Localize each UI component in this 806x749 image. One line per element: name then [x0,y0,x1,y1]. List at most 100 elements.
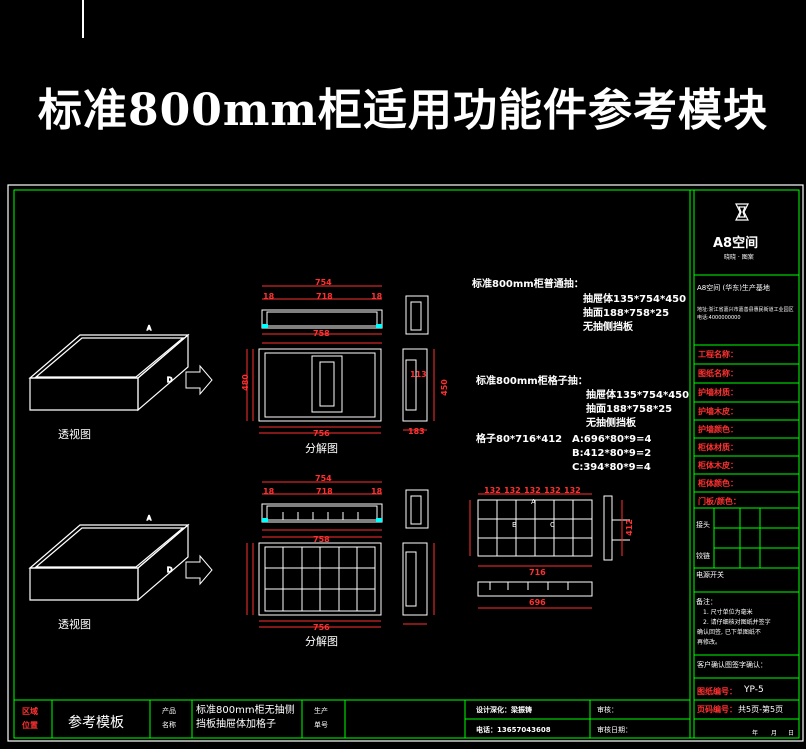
product-label-2: 名称 [162,721,176,729]
dim-758-lower: 758 [313,535,330,544]
produce-label-2: 单号 [314,721,328,729]
spec-line-middle-3: 无抽侧挡板 [586,418,636,429]
title-block-grid [694,274,799,720]
note-4: 再修改。 [697,639,722,646]
note-2: 2. 请仔细核对图纸并签字 [703,619,771,626]
front-view-lower [246,542,382,628]
grid-top-dim-5: 132 [564,486,581,495]
grid-width-dim: 716 [529,568,546,577]
inner-frame [13,189,800,739]
explode-label-upper: 分解图 [305,442,338,455]
row-door-color: 门板/颜色： [698,497,741,506]
page-title: 标准800mm柜适用功能件参考模块 [38,85,768,136]
reference-template: 参考模板 [68,715,124,731]
svg-text:D: D [167,376,172,384]
bottom-bar-grid [51,700,690,738]
top-view-upper [261,285,383,344]
grid-depth-dim: 696 [529,598,546,607]
top-view-lower [261,481,383,538]
grid-top-dim-4: 132 [544,486,561,495]
dim-758-upper: 758 [313,329,330,338]
outer-frame [7,184,804,742]
spec-line-middle-2: 抽面188*758*25 [586,404,673,415]
dim-754-upper: 754 [315,278,332,287]
grid-top-dim-1: 132 [484,486,501,495]
row-cabinet-material: 柜体材质： [698,443,738,452]
product-name: 标准800mm柜无抽侧挡板抽屉体加格子 [196,705,295,730]
dim-756-lower: 756 [313,623,330,632]
grid-item-b: B:412*80*9=2 [572,448,652,459]
svg-text:A: A [147,515,152,522]
grid-side-dim: 412 [624,519,634,536]
small-row-switch: 电源开关 [696,571,724,579]
page-label: 页码编号： [697,705,737,714]
grid-size-label: 格子80*716*412 [476,434,563,445]
row-project-name: 工程名称： [698,350,738,359]
spec-title-middle: 标准800mm柜格子抽： [476,376,588,387]
area-value: 位置 [22,721,38,730]
spec-title-upper: 标准800mm柜普通抽： [472,279,584,290]
row-wall-color: 护墙颜色： [698,425,738,434]
explode-label-lower: 分解图 [305,635,338,648]
dim-side-upper-a: 480 [240,374,250,391]
note-1: 1. 尺寸单位为毫米 [703,609,753,616]
phone: 电话：13657043608 [476,726,551,734]
side-view-lower [402,489,435,625]
area-label: 区域 [22,707,38,716]
grid-top-dim-2: 132 [504,486,521,495]
cursor-tick-line [82,0,84,38]
dim-113-upper: 113 [410,370,427,379]
spec-line-upper-3: 无抽侧挡板 [583,322,633,333]
dim-18a-upper: 18 [263,292,275,301]
notes-title: 备注： [696,598,717,606]
customer-confirm: 客户确认图签字确认： [697,661,767,669]
svg-text:A: A [147,325,152,332]
product-label: 产品 [162,707,176,715]
grid-letter-c: C [550,521,555,529]
perspective-label-upper: 透视图 [58,428,91,441]
drawing-no: YP-5 [744,685,764,695]
spec-line-upper-2: 抽面188*758*25 [583,308,670,319]
review: 审核： [597,706,618,714]
row-wall-veneer: 护墙木皮： [698,407,738,416]
brand-logo-icon [735,203,749,221]
review-date: 审核日期： [597,726,632,734]
grid-insert-plan [469,493,630,609]
dim-718-upper: 718 [316,292,333,301]
dim-756-upper: 756 [313,429,330,438]
page-value: 共5页-第5页 [738,705,784,714]
front-view-upper [246,348,382,434]
arrow-upper [185,364,213,396]
note-3: 确认回签, 已下单图纸不 [697,629,761,636]
row-drawing-name: 图纸名称： [698,369,738,378]
perspective-label-lower: 透视图 [58,618,91,631]
dim-18a-lower: 18 [263,487,275,496]
dim-side-upper-b: 450 [439,379,449,396]
logo-subtext: 晓晓 · 图案 [724,254,754,261]
logo-text: A8空间 [713,236,759,251]
designer: 设计深化：梁振铸 [476,706,532,714]
grid-letter-b: B [512,521,517,529]
drawing-no-label: 图纸编号： [697,687,737,696]
arrow-lower [185,554,213,586]
grid-letter-a: A [531,498,536,506]
row-wall-material: 护墙材质： [698,388,738,397]
date-day: 日 [788,730,795,737]
grid-item-a: A:696*80*9=4 [572,434,652,445]
row-cabinet-veneer: 柜体木皮： [698,461,738,470]
svg-text:D: D [167,566,172,574]
spec-line-upper-1: 抽屉体135*754*450 [583,294,687,305]
date-month: 月 [771,730,778,737]
row-cabinet-color: 柜体颜色： [698,479,738,488]
grid-top-dim-3: 132 [524,486,541,495]
spec-line-middle-1: 抽屉体135*754*450 [586,390,690,401]
date-year: 年 [752,730,759,737]
perspective-box-lower: A D [28,514,190,602]
small-row-hinge: 铰链 [696,552,710,560]
company-name: A8空间 (华东)生产基地 [697,284,770,292]
perspective-box-upper: A D [28,324,190,412]
side-view-upper [402,295,435,431]
grid-item-c: C:394*80*9=4 [572,462,651,473]
dim-718-lower: 718 [316,487,333,496]
